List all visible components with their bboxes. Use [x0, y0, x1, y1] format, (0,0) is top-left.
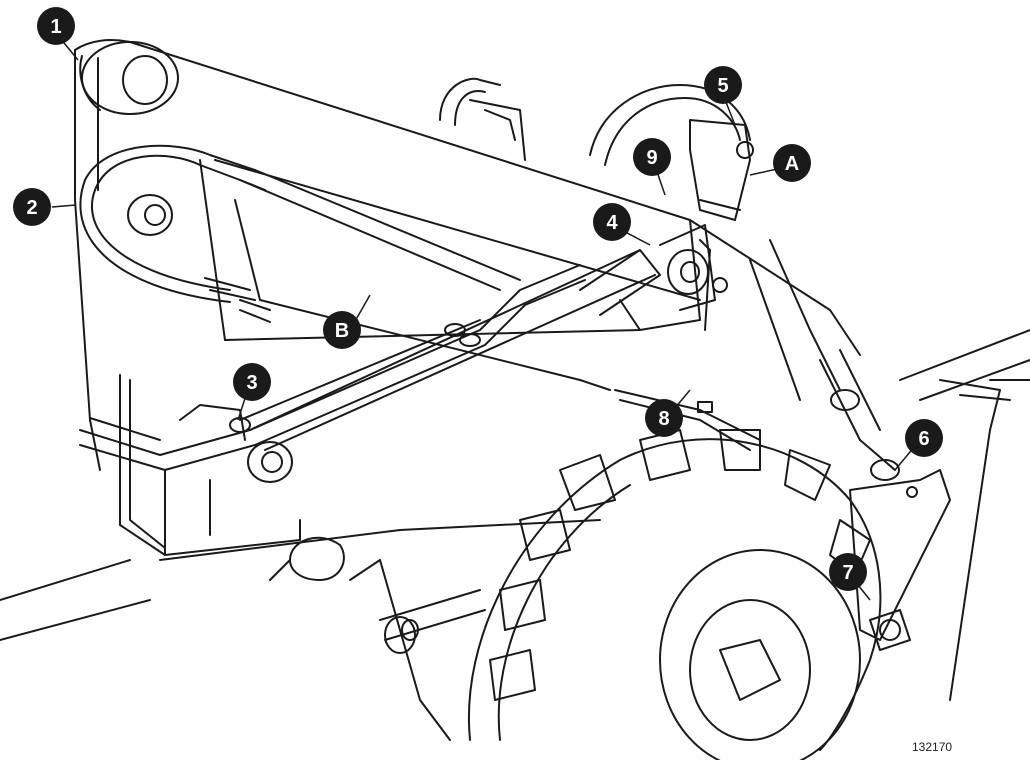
hydraulic-pipes: [79, 264, 586, 471]
front-tyre: [467, 429, 882, 760]
hose-to-point-8: [614, 389, 761, 451]
callout-3: 3: [233, 363, 271, 401]
loader-boom: [74, 39, 861, 471]
chassis-outline: [0, 374, 601, 741]
callout-8-label: 8: [658, 408, 669, 430]
bucket-ram-mount: [439, 77, 754, 221]
callout-5: 5: [704, 66, 742, 104]
callout-6-label: 6: [918, 428, 929, 450]
callout-B: B: [323, 311, 361, 349]
figure-number: 132170: [912, 740, 953, 754]
callout-3-label: 3: [246, 372, 257, 394]
callout-A-label: A: [785, 153, 799, 175]
callout-4: 4: [593, 203, 631, 241]
boom-pivot-boss: [79, 41, 179, 115]
lift-cylinder: [249, 224, 728, 451]
callout-7: 7: [829, 553, 867, 591]
callout-7-label: 7: [842, 562, 853, 584]
callout-1: 1: [37, 7, 75, 45]
callout-8: 8: [645, 399, 683, 437]
leader-lines: [51, 37, 921, 601]
bucket-link-plate: [849, 329, 1030, 701]
callout-4-label: 4: [606, 212, 618, 234]
cylinder-base-pivot: [179, 404, 293, 483]
drive-shaft: [269, 536, 486, 654]
callout-2: 2: [13, 188, 51, 226]
callout-9: 9: [633, 138, 671, 176]
hose-loop-left: [79, 144, 521, 323]
callout-5-label: 5: [717, 75, 728, 97]
callout-9-label: 9: [646, 147, 657, 169]
bucket-ram-cylinder: [819, 349, 900, 481]
callout-1-label: 1: [50, 16, 61, 38]
callout-A: A: [773, 144, 811, 182]
callout-6: 6: [905, 419, 943, 457]
callout-B-label: B: [335, 320, 349, 342]
callout-2-label: 2: [26, 197, 37, 219]
